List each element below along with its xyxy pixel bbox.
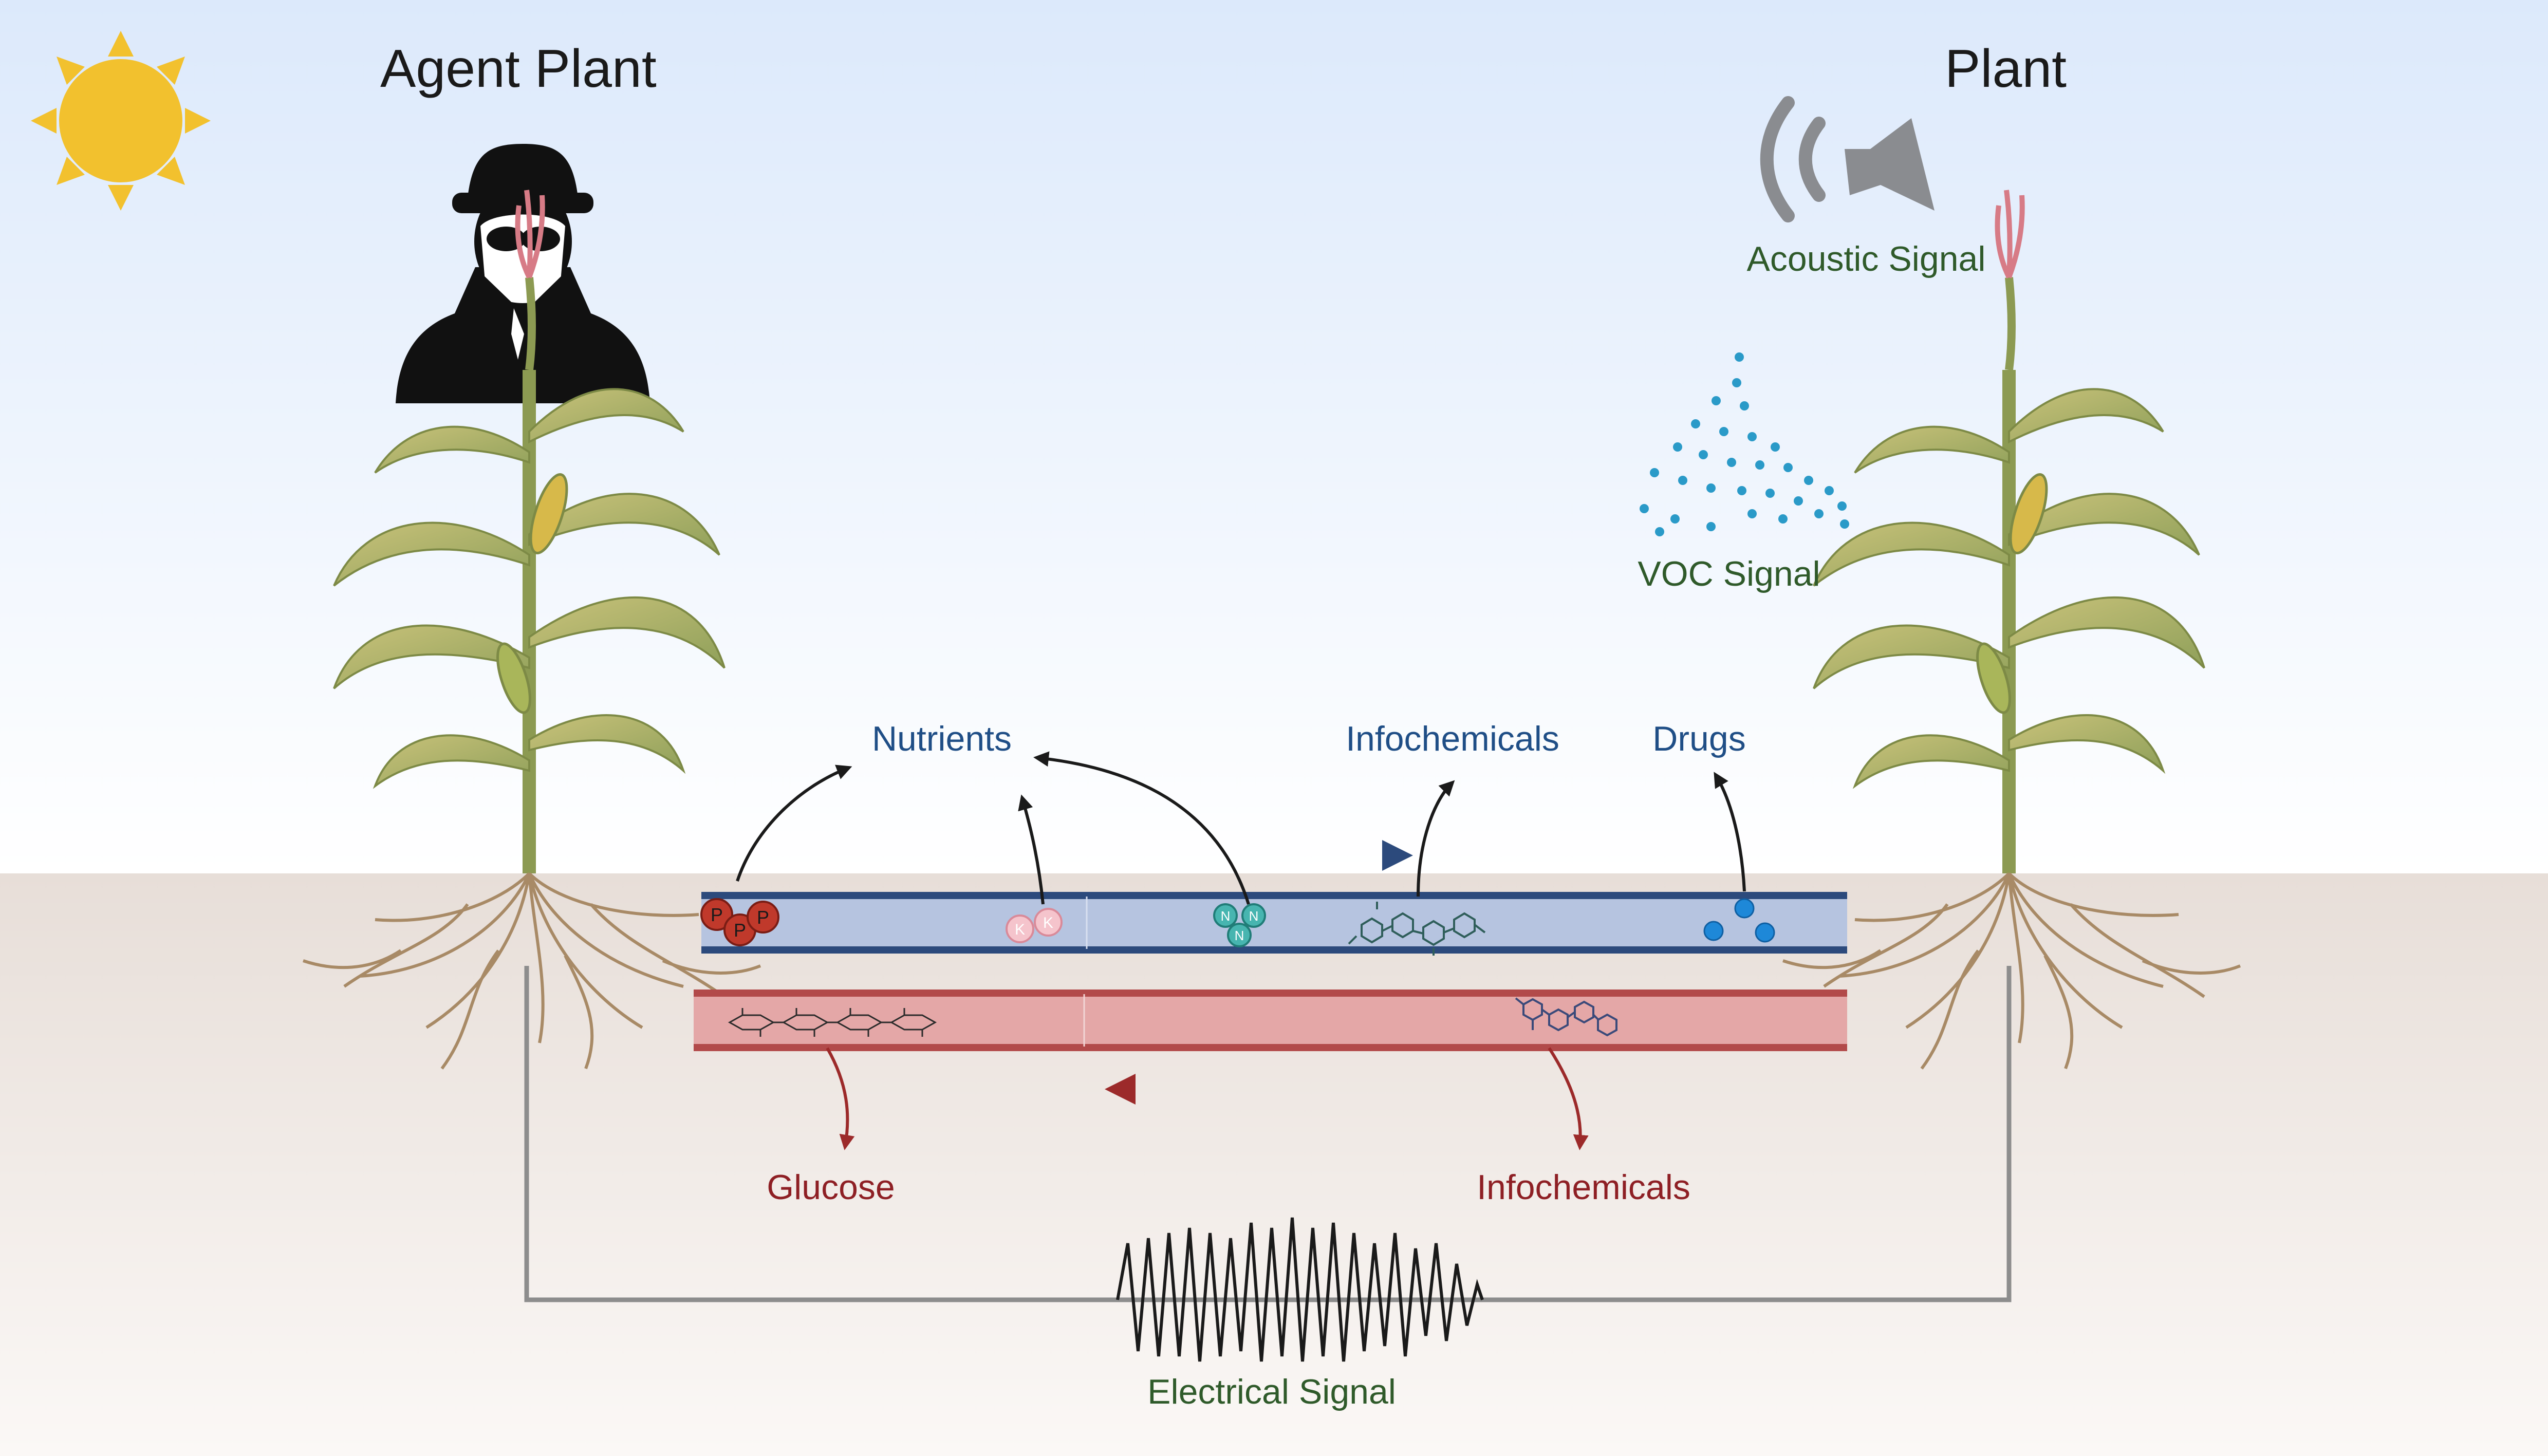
nitrogen-molecules: N N N bbox=[1213, 903, 1266, 947]
lower-flow-arrowhead bbox=[1105, 1074, 1136, 1105]
infochemical-molecule-lower bbox=[1515, 997, 1617, 1037]
voc-signal-label: VOC Signal bbox=[1638, 554, 1820, 593]
glucose-chain bbox=[728, 1008, 937, 1037]
svg-text:P: P bbox=[711, 904, 723, 925]
upper-channel bbox=[701, 892, 1847, 954]
nutrients-arrow-2 bbox=[1018, 794, 1045, 905]
svg-text:N: N bbox=[1235, 928, 1244, 943]
potassium-ions: K K bbox=[1006, 908, 1063, 943]
sky-background bbox=[0, 0, 2548, 873]
drug-particles bbox=[1703, 898, 1775, 943]
infochemicals-arrow bbox=[1417, 780, 1455, 897]
drugs-arrow bbox=[1714, 772, 1746, 892]
lower-channel bbox=[694, 990, 1847, 1051]
glucose-label: Glucose bbox=[767, 1168, 895, 1207]
nutrients-label: Nutrients bbox=[871, 719, 1012, 758]
infochemicals-upper-label: Infochemicals bbox=[1346, 719, 1559, 758]
upper-flow-arrowhead bbox=[1382, 840, 1413, 871]
electrical-signal-wave bbox=[1116, 1217, 1484, 1362]
svg-text:P: P bbox=[757, 907, 769, 928]
agent-plant-title: Agent Plant bbox=[380, 39, 657, 99]
nutrients-arrow-3 bbox=[1033, 751, 1250, 905]
svg-text:N: N bbox=[1221, 908, 1231, 924]
speaker-icon bbox=[1760, 96, 1935, 222]
drugs-label: Drugs bbox=[1652, 719, 1746, 758]
plant-title: Plant bbox=[1945, 39, 2067, 99]
sun-icon bbox=[31, 31, 211, 211]
electrical-circuit-line bbox=[524, 966, 2012, 1302]
glucose-arrow bbox=[826, 1047, 855, 1150]
acoustic-signal-label: Acoustic Signal bbox=[1746, 239, 1986, 278]
svg-text:K: K bbox=[1043, 914, 1053, 931]
svg-text:N: N bbox=[1249, 908, 1259, 924]
phosphate-molecules: P P P bbox=[700, 898, 779, 946]
infochemicals-lower-label: Infochemicals bbox=[1477, 1168, 1690, 1207]
soil-background bbox=[0, 873, 2548, 1456]
voc-particles bbox=[1640, 352, 1849, 536]
svg-text:P: P bbox=[734, 920, 746, 941]
infochemical-molecule-upper bbox=[1348, 902, 1486, 956]
electrical-signal-label: Electrical Signal bbox=[1147, 1372, 1396, 1411]
lower-infochemicals-arrow bbox=[1548, 1047, 1589, 1150]
svg-text:K: K bbox=[1015, 921, 1025, 938]
nutrients-arrow-1 bbox=[736, 764, 852, 882]
